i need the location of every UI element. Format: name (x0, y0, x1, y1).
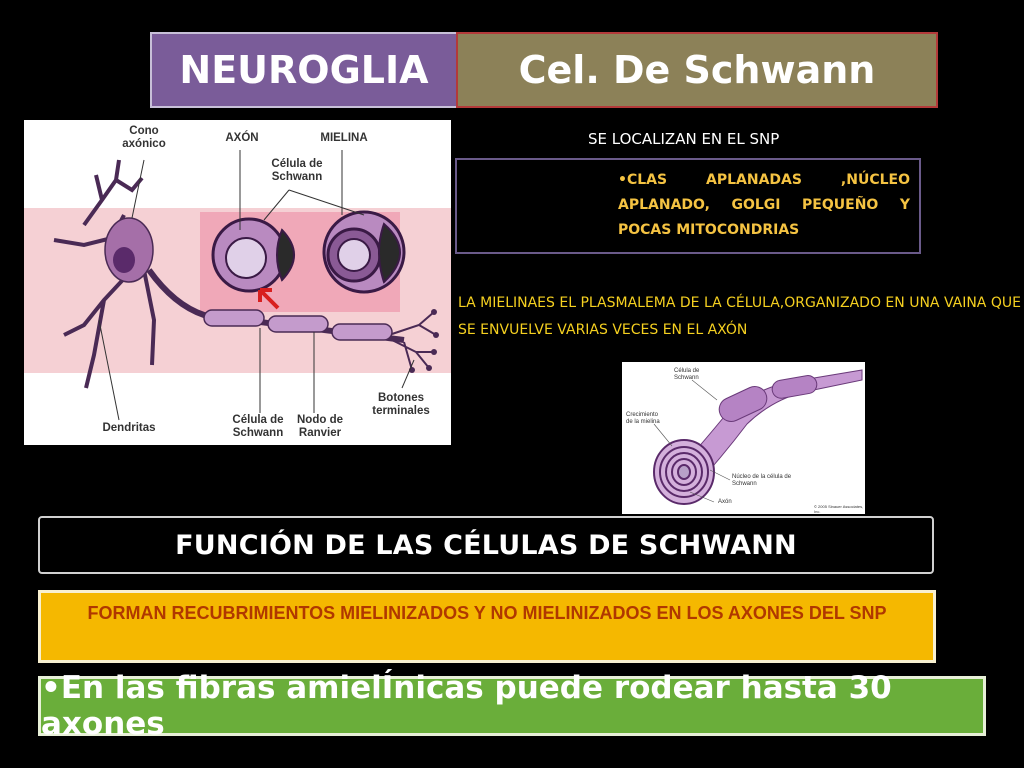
label-dendritas: Dendritas (102, 422, 156, 434)
myelin-description: LA MIELINAES EL PLASMALEMA DE LA CÉLULA,… (458, 295, 1021, 338)
amyelinic-text-box: •En las fibras amielÍnicas puede rodear … (38, 670, 986, 742)
features-text: •CLAS APLANADAS ,NÚCLEO APLANADO, GOLGI … (618, 172, 910, 238)
label-copyright: © 2005 Sinauer Associates, Inc. (814, 504, 864, 514)
label-crecimiento: Crecimiento de la mielina (626, 412, 660, 425)
function-title: FUNCIÓN DE LAS CÉLULAS DE SCHWANN (38, 516, 934, 574)
neuron-diagram-image: Cono axónico AXÓN MIELINA Célula de Schw… (24, 120, 451, 445)
label-nucleo: Núcleo de la célula de Schwann (732, 474, 792, 487)
label-axon: AXÓN (225, 132, 259, 144)
label-schwann: Célula de Schwann (674, 368, 700, 381)
features-box (455, 158, 921, 254)
title-schwann-cell: Cel. De Schwann (456, 32, 938, 108)
label-botones-terminales: Botones terminales (372, 392, 430, 417)
label-axon-small: Axón (718, 499, 732, 505)
label-celula-schwann-top: Célula de Schwann (271, 158, 323, 183)
label-nodo-ranvier: Nodo de Ranvier (297, 414, 343, 439)
label-celula-schwann-bottom: Célula de Schwann (232, 414, 284, 439)
localization-text: SE LOCALIZAN EN EL SNP (588, 130, 780, 148)
myelination-diagram-image: Célula de Schwann Crecimiento de la miel… (622, 362, 865, 514)
label-mielina: MIELINA (320, 132, 368, 144)
title-neuroglia: NEUROGLIA (150, 32, 458, 108)
label-cono-axonico: Cono axónico (122, 125, 166, 150)
neuron-diagram-svg (24, 120, 451, 445)
function-text-box: FORMAN RECUBRIMIENTOS MIELINIZADOS Y NO … (38, 590, 936, 663)
myelination-diagram-svg (622, 362, 865, 514)
